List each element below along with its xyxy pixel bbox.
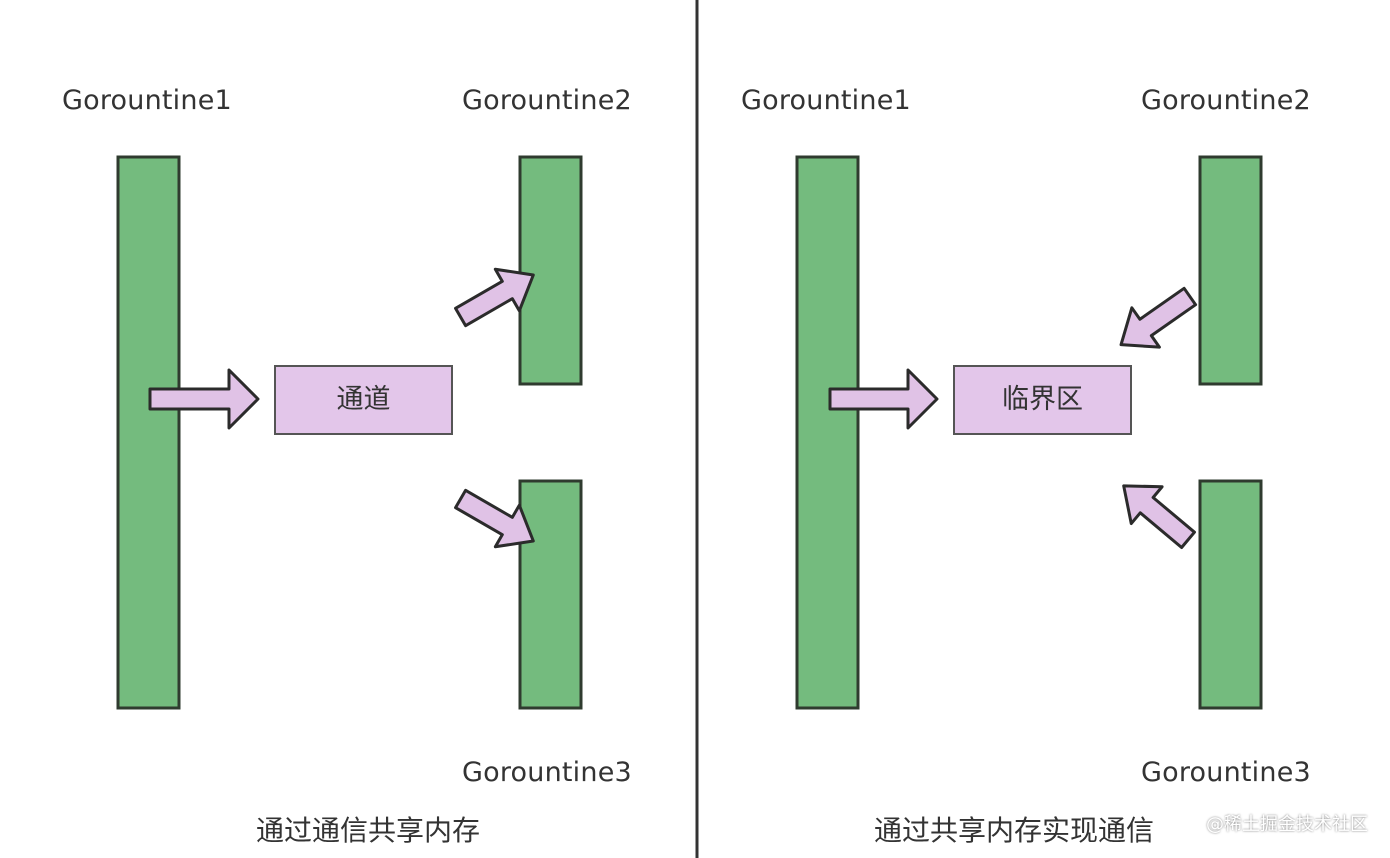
right-arrow-g3-to-critical	[1122, 484, 1196, 550]
left-goroutine3-bar	[518, 479, 583, 710]
left-goroutine1-label: Gorountine1	[62, 85, 232, 116]
left-goroutine2-bar	[518, 155, 583, 386]
right-goroutine2-label: Gorountine2	[1141, 85, 1311, 116]
right-critical-section-box	[953, 365, 1132, 435]
left-goroutine2-label: Gorountine2	[462, 85, 632, 116]
right-goroutine1-bar	[795, 155, 860, 710]
right-arrow-g1-to-critical	[828, 368, 939, 430]
right-critical-section-label: 临界区	[1002, 384, 1083, 415]
left-goroutine3-label: Gorountine3	[462, 757, 632, 788]
right-goroutine3-bar	[1198, 479, 1263, 710]
left-arrow-channel-to-g3	[454, 488, 535, 549]
left-channel-label: 通道	[336, 384, 391, 415]
left-channel-box	[274, 365, 453, 435]
right-goroutine3-label: Gorountine3	[1141, 757, 1311, 788]
left-caption: 通过通信共享内存	[256, 814, 481, 847]
right-arrow-g2-to-critical	[1119, 286, 1198, 349]
right-goroutine1-label: Gorountine1	[741, 85, 911, 116]
left-goroutine1-bar	[116, 155, 181, 710]
left-arrow-channel-to-g2	[454, 267, 535, 328]
watermark: @稀土掘金技术社区	[1206, 814, 1368, 835]
right-goroutine2-bar	[1198, 155, 1263, 386]
right-caption: 通过共享内存实现通信	[874, 814, 1155, 847]
left-arrow-g1-to-channel	[148, 368, 260, 430]
